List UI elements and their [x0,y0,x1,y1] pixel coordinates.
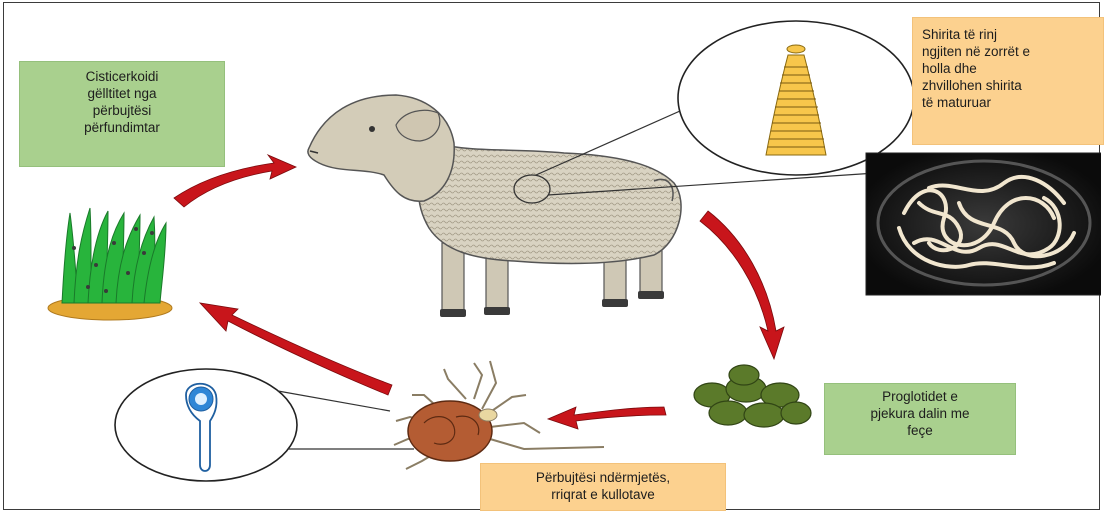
arrow-sheep-to-feces [700,211,784,359]
arrow-feces-to-mite [548,407,666,429]
tapeworm-icon [678,21,914,175]
grass-icon [48,208,172,320]
petri-dish-photo [866,153,1101,295]
diagram-frame: Cisticerkoidi gëlltitet nga përbujtësi p… [3,2,1100,510]
mite-zoom-line-top [278,391,390,411]
proglottids-label: Proglotidet e pjekura dalin me feçe [824,383,1016,455]
intermediate-host-label: Përbujtësi ndërmjetës, rriqrat e kullota… [480,463,726,511]
sheep-icon [308,95,681,317]
cysticercoid-icon [115,369,297,481]
feces-icon [694,365,811,427]
definitive-host-label: Cisticerkoidi gëlltitet nga përbujtësi p… [19,61,225,167]
young-tapeworms-label: Shirita të rinj ngjiten në zorrët e holl… [912,17,1104,145]
